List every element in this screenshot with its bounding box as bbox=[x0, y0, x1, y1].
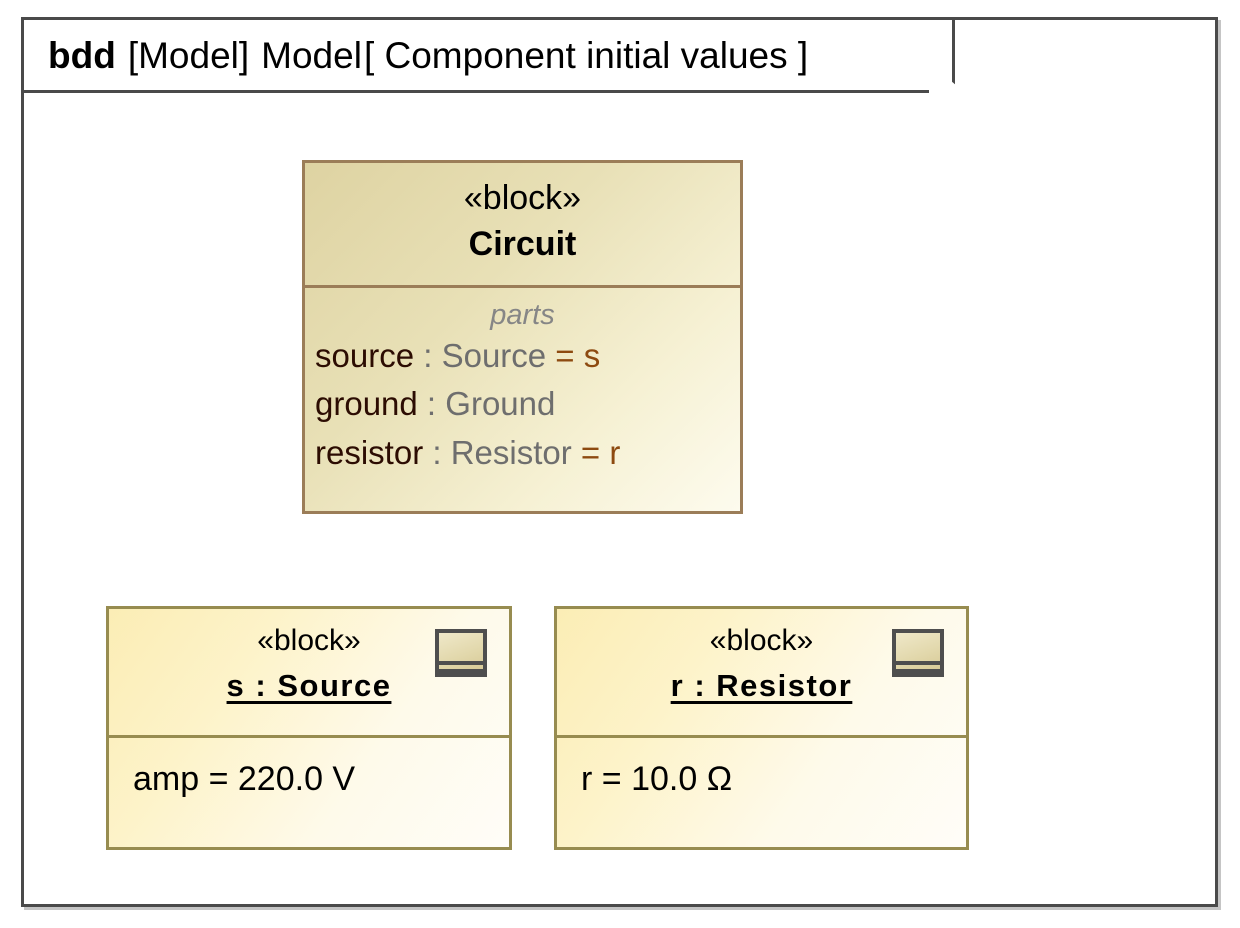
block-icon-divider bbox=[439, 669, 483, 673]
resistor-instance-name: r : Resistor bbox=[670, 667, 853, 703]
diagram-frame-header: bdd [Model] Model [ Component initial va… bbox=[24, 20, 955, 93]
part-row[interactable]: ground : Ground bbox=[305, 380, 740, 429]
block-icon-divider bbox=[896, 661, 940, 665]
diagram-scope-label: [Model] bbox=[127, 34, 250, 76]
circuit-name: Circuit bbox=[468, 224, 577, 263]
block-icon-divider bbox=[439, 661, 483, 665]
part-equals: = bbox=[546, 336, 584, 374]
part-type: Resistor bbox=[450, 433, 572, 471]
part-row[interactable]: resistor : Resistor = r bbox=[305, 429, 740, 478]
part-value: s bbox=[583, 336, 601, 374]
source-instance-stereotype: «block» bbox=[257, 624, 361, 657]
circuit-parts-compartment: parts source : Source = s ground : Groun… bbox=[305, 288, 740, 477]
circuit-header-compartment: «block» Circuit bbox=[305, 163, 740, 288]
part-separator: : bbox=[414, 336, 442, 374]
diagram-model-name: Model bbox=[261, 34, 362, 76]
block-resistor-instance[interactable]: «block» r : Resistor r = 10.0 Ω bbox=[554, 606, 969, 850]
resistor-instance-header: «block» r : Resistor bbox=[557, 609, 966, 738]
block-icon bbox=[892, 629, 944, 677]
diagram-title-label: [ Component initial values ] bbox=[363, 34, 809, 76]
source-instance-name: s : Source bbox=[226, 667, 392, 703]
block-circuit[interactable]: «block» Circuit parts source : Source = … bbox=[302, 160, 743, 514]
diagram-frame-notch bbox=[929, 68, 959, 96]
diagram-kind-label: bdd bbox=[48, 34, 116, 76]
part-equals: = bbox=[571, 433, 610, 471]
part-type: Ground bbox=[445, 385, 556, 423]
source-instance-slot: amp = 220.0 V bbox=[133, 760, 356, 798]
part-separator: : bbox=[423, 433, 451, 471]
part-name: source bbox=[315, 336, 415, 374]
part-separator: : bbox=[417, 385, 446, 423]
circuit-stereotype: «block» bbox=[463, 179, 582, 217]
block-icon bbox=[435, 629, 487, 677]
resistor-instance-slot: r = 10.0 Ω bbox=[581, 760, 733, 798]
part-type: Source bbox=[441, 336, 547, 374]
part-value: r bbox=[609, 433, 621, 471]
part-name: ground bbox=[315, 385, 418, 423]
resistor-instance-stereotype: «block» bbox=[709, 624, 814, 657]
parts-compartment-label: parts bbox=[490, 299, 555, 331]
block-icon-divider bbox=[896, 669, 940, 673]
part-name: resistor bbox=[315, 433, 424, 471]
part-row[interactable]: source : Source = s bbox=[305, 332, 740, 381]
block-source-instance[interactable]: «block» s : Source amp = 220.0 V bbox=[106, 606, 512, 850]
diagram-frame: bdd [Model] Model [ Component initial va… bbox=[21, 17, 1218, 907]
source-instance-header: «block» s : Source bbox=[109, 609, 509, 738]
